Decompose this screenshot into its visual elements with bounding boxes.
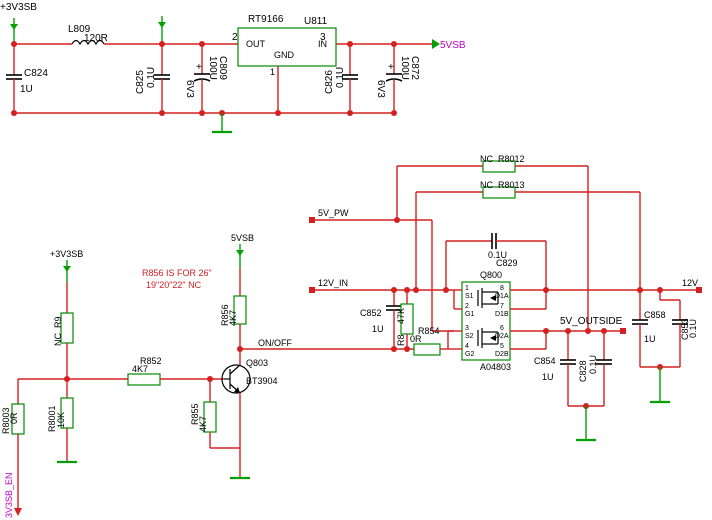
q800-pin-2: 2 bbox=[465, 303, 469, 310]
u811-part: RT9166 bbox=[248, 14, 284, 25]
q800-pin-d2a: D2A bbox=[495, 333, 509, 340]
note-line1: R856 IS FOR 26" bbox=[142, 268, 212, 278]
q800-pin-1: 1 bbox=[465, 285, 469, 292]
c854-value: 1U bbox=[542, 372, 554, 382]
svg-text:+: + bbox=[196, 62, 202, 73]
r9-value: NC bbox=[53, 333, 63, 346]
u811-pin3: 3 bbox=[320, 32, 326, 43]
q800-pin-g1: G1 bbox=[465, 311, 474, 318]
q800-pin-d1b: D1B bbox=[495, 311, 509, 318]
c826-ref: C826 bbox=[324, 70, 335, 94]
r8003-value: 0R bbox=[9, 412, 19, 424]
r854-value: 0R bbox=[410, 334, 422, 344]
net-12v: 12V bbox=[682, 278, 698, 288]
u811-pin-out: OUT bbox=[246, 39, 266, 49]
q800-pin-s1: S1 bbox=[465, 293, 474, 300]
c852-value: 1U bbox=[372, 324, 384, 334]
u811-pin-gnd: GND bbox=[274, 50, 295, 60]
resistor-r852 bbox=[127, 373, 161, 386]
net-3v3sb-left: +3V3SB bbox=[50, 249, 83, 259]
q800-pin-4: 4 bbox=[465, 343, 469, 350]
u811-pin1: 1 bbox=[270, 67, 275, 77]
c853-value: 0.1U bbox=[688, 319, 698, 338]
c809-value: 100U bbox=[207, 56, 218, 80]
note-line2: 19"20"22" NC bbox=[146, 280, 202, 290]
l809-ref: L809 bbox=[68, 24, 91, 35]
c825-ref: C825 bbox=[135, 70, 146, 94]
u811-ref: U811 bbox=[304, 16, 328, 27]
c858-ref: C858 bbox=[644, 310, 666, 320]
r8012-ref: R8012 bbox=[498, 154, 525, 164]
c858-value: 1U bbox=[644, 334, 656, 344]
r8-value: 47K bbox=[396, 308, 406, 324]
c809-ref: C809 bbox=[217, 56, 228, 80]
r8013-ref: R8013 bbox=[498, 180, 525, 190]
c828-ref: C828 bbox=[578, 360, 588, 382]
npn-q803 bbox=[221, 364, 251, 394]
r8003-ref: R8003 bbox=[1, 407, 11, 434]
r8-ref: R8 bbox=[396, 334, 406, 346]
c824-ref: C824 bbox=[24, 68, 48, 79]
c872-rating: 6V3 bbox=[375, 80, 386, 98]
q800-pin-6: 6 bbox=[500, 325, 504, 332]
net-5v-pw: 5V_PW bbox=[318, 208, 349, 218]
r8013-value: NC bbox=[480, 180, 493, 190]
c824-value: 1U bbox=[20, 84, 33, 95]
q803-ref: Q803 bbox=[246, 358, 268, 368]
c826-value: 0.1U bbox=[335, 67, 346, 88]
c829-value: 0.1U bbox=[488, 250, 507, 260]
q800-pin-7: 7 bbox=[500, 303, 504, 310]
resistor-r854 bbox=[413, 343, 441, 356]
c852-ref: C852 bbox=[360, 308, 382, 318]
q800-ref: Q800 bbox=[480, 270, 502, 280]
r856-value: 4K7 bbox=[228, 310, 238, 326]
q800-pin-g2: G2 bbox=[465, 351, 474, 358]
q800-pin-s2: S2 bbox=[465, 333, 474, 340]
q803-part: BT3904 bbox=[246, 376, 278, 386]
mosfet-q800 bbox=[461, 281, 511, 361]
q800-pin-5: 5 bbox=[500, 343, 504, 350]
r856-ref: R856 bbox=[220, 304, 230, 326]
r854-ref: R854 bbox=[418, 326, 440, 336]
ldo-u811 bbox=[237, 27, 337, 67]
inductor-l809 bbox=[71, 39, 105, 46]
net-3v3sb-top: +3V3SB bbox=[0, 2, 37, 13]
r8012-value: NC bbox=[480, 154, 493, 164]
svg-text:+: + bbox=[388, 62, 394, 73]
q800-pin-d2b: D2B bbox=[495, 351, 509, 358]
r852-value: 4K7 bbox=[132, 364, 148, 374]
c854-ref: C854 bbox=[534, 356, 556, 366]
net-onoff: ON/OFF bbox=[258, 338, 292, 348]
c872-ref: C872 bbox=[409, 56, 420, 80]
net-12v-in: 12V_IN bbox=[318, 278, 348, 288]
q800-pin-8: 8 bbox=[500, 285, 504, 292]
r8001-value: 10K bbox=[56, 412, 66, 428]
net-5vsb-mid: 5VSB bbox=[231, 233, 254, 243]
c828-value: 0.1U bbox=[588, 355, 598, 374]
q800-pin-d1a: D1A bbox=[495, 293, 509, 300]
r9-ref: R9 bbox=[53, 316, 63, 328]
u811-pin-in: IN bbox=[318, 39, 327, 49]
u811-pin2: 2 bbox=[232, 32, 238, 43]
q800-part: A04803 bbox=[480, 362, 511, 372]
5vsb-flag bbox=[432, 39, 440, 49]
q800-pin-3: 3 bbox=[465, 325, 469, 332]
net-5v-outside: 5V_OUTSIDE bbox=[560, 316, 623, 327]
r855-value: 4K7 bbox=[198, 416, 208, 432]
c809-rating: 6V3 bbox=[184, 80, 195, 98]
c829-ref: C829 bbox=[496, 258, 518, 268]
r855-ref: R855 bbox=[190, 403, 200, 425]
l809-value: 120R bbox=[84, 33, 108, 44]
net-5vsb: 5VSB bbox=[440, 40, 466, 51]
r8001-ref: R8001 bbox=[47, 405, 57, 432]
c853-ref: C853 bbox=[680, 318, 690, 340]
r852-ref: R852 bbox=[140, 356, 162, 366]
net-3v3sb-en: 3V3SB_EN bbox=[4, 472, 14, 518]
c872-value: 100U bbox=[399, 56, 410, 80]
c825-value: 0.1U bbox=[146, 67, 157, 88]
